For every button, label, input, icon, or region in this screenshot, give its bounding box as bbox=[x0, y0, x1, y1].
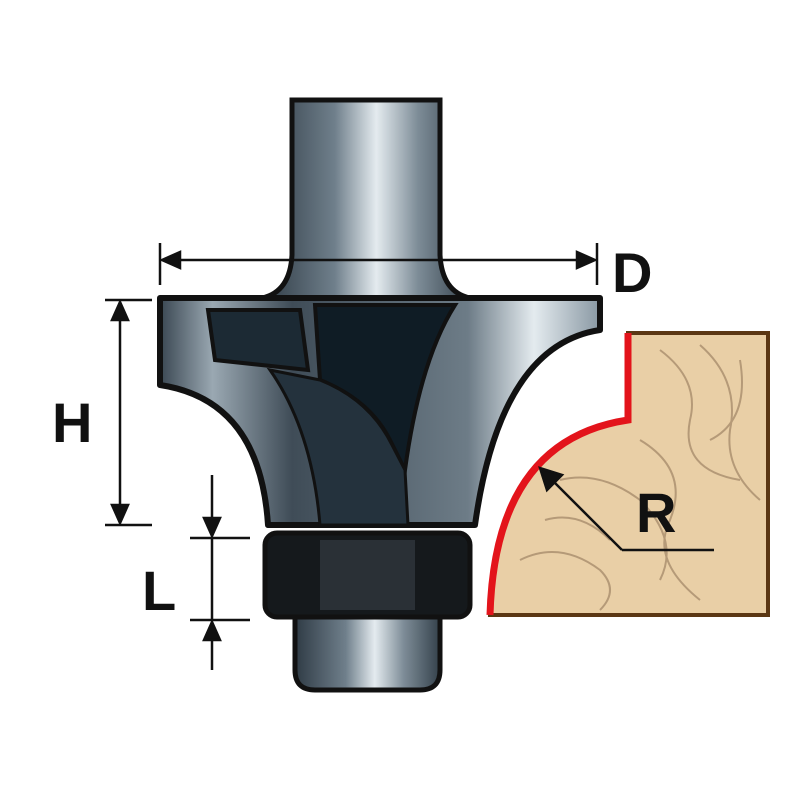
label-h: H bbox=[52, 391, 92, 454]
shank bbox=[261, 97, 471, 301]
carbide-blade-side bbox=[205, 308, 311, 373]
cut-profile bbox=[486, 333, 632, 616]
wood-workpiece bbox=[486, 331, 770, 617]
label-d: D bbox=[612, 241, 652, 304]
dimension-l bbox=[190, 475, 250, 670]
blade-shadow bbox=[266, 367, 410, 527]
bearing-highlight bbox=[320, 540, 415, 610]
label-l: L bbox=[142, 559, 176, 622]
dimension-d bbox=[158, 243, 599, 285]
dimension-h bbox=[105, 298, 152, 527]
label-r: R bbox=[636, 481, 676, 544]
dimension-r bbox=[538, 466, 714, 552]
pilot bbox=[292, 614, 443, 693]
